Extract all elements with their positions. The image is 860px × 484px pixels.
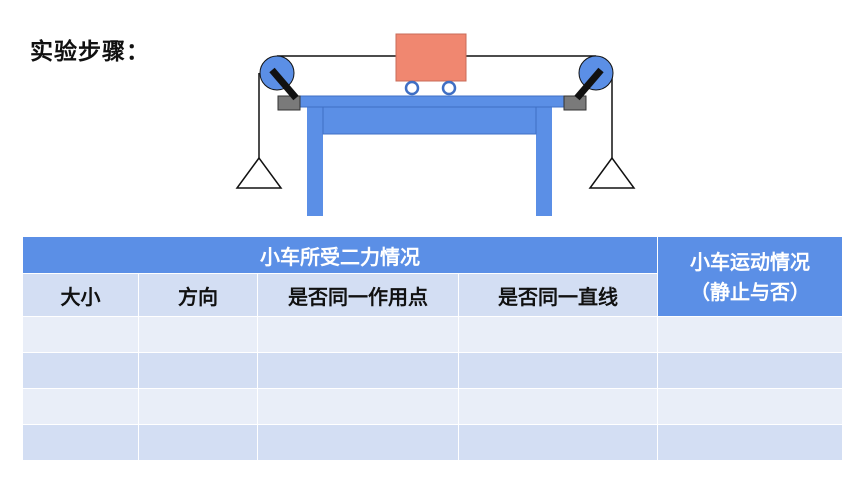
table-top: [277, 95, 582, 108]
clamp-left: [277, 95, 301, 111]
table-cell[interactable]: [22, 352, 139, 389]
group-header: 小车所受二力情况: [22, 236, 658, 274]
table-cell[interactable]: [138, 424, 258, 461]
column-header-size: 大小: [22, 273, 139, 317]
table-row: [22, 388, 843, 425]
hanger-right: [588, 156, 636, 189]
apparatus-diagram: [235, 33, 636, 216]
table-cell[interactable]: [138, 352, 258, 389]
side-header-line1: 小车运动情况: [690, 249, 810, 274]
column-header-same-line: 是否同一直线: [458, 273, 658, 317]
cart-body: [395, 33, 467, 82]
table-apron: [322, 105, 537, 135]
table-cell[interactable]: [458, 316, 658, 353]
table-row: [22, 352, 843, 389]
table-cell[interactable]: [22, 388, 139, 425]
experiment-table: 小车所受二力情况 小车运动情况 （静止与否） 大小 方向 是否同一作用点 是否同…: [22, 236, 843, 461]
page-heading: 实验步骤：: [30, 39, 150, 65]
table-cell[interactable]: [138, 316, 258, 353]
table-cell[interactable]: [458, 352, 658, 389]
table-cell[interactable]: [657, 352, 843, 389]
hanger-left: [235, 156, 283, 189]
clamp-right: [563, 95, 587, 111]
table-row: [22, 424, 843, 461]
table-cell[interactable]: [257, 316, 459, 353]
side-header-line2: （静止与否）: [690, 279, 810, 304]
table-cell[interactable]: [657, 388, 843, 425]
table-cell[interactable]: [138, 388, 258, 425]
table-cell[interactable]: [458, 424, 658, 461]
pulley-arm-left: [269, 67, 299, 101]
cart-wheel-left: [404, 80, 420, 96]
table-cell[interactable]: [458, 388, 658, 425]
table-leg-left: [307, 106, 323, 216]
column-header-same-point: 是否同一作用点: [257, 273, 459, 317]
side-header: 小车运动情况 （静止与否）: [657, 236, 843, 317]
table-cell[interactable]: [257, 424, 459, 461]
pulley-arm-right: [574, 67, 604, 101]
table-cell[interactable]: [257, 388, 459, 425]
cart-wheel-right: [441, 80, 457, 96]
column-header-direction: 方向: [138, 273, 258, 317]
table-cell[interactable]: [257, 352, 459, 389]
table-cell[interactable]: [22, 316, 139, 353]
table-leg-right: [536, 106, 552, 216]
table-cell[interactable]: [657, 316, 843, 353]
table-cell[interactable]: [22, 424, 139, 461]
table-row: [22, 316, 843, 353]
table-cell[interactable]: [657, 424, 843, 461]
